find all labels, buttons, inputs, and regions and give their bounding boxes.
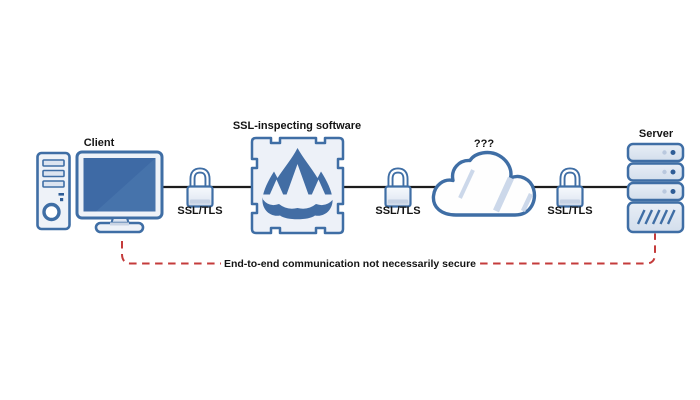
server-leds bbox=[662, 150, 676, 194]
cloud-label: ??? bbox=[473, 137, 495, 150]
warning-label: End-to-end communication not necessarily… bbox=[220, 258, 480, 271]
server-vent-slashes bbox=[636, 209, 676, 225]
ssl-tls-label-2: SSL/TLS bbox=[375, 205, 421, 217]
ssl-lock-icon-3 bbox=[558, 171, 583, 207]
client-monitor-icon bbox=[75, 150, 164, 234]
cloud-icon bbox=[431, 150, 537, 217]
flame-icon bbox=[262, 148, 333, 220]
ssl-tls-label-1: SSL/TLS bbox=[177, 205, 223, 217]
ssl-lock-icon-1 bbox=[188, 171, 213, 207]
cloud-shading bbox=[458, 169, 534, 213]
server-label: Server bbox=[638, 127, 674, 140]
ssl-lock-icon-2 bbox=[386, 171, 411, 207]
inspector-label: SSL-inspecting software bbox=[232, 119, 362, 132]
ssl-tls-label-3: SSL/TLS bbox=[547, 205, 593, 217]
client-label: Client bbox=[83, 136, 115, 149]
inspector-box-icon bbox=[250, 136, 345, 235]
client-tower-icon bbox=[36, 151, 71, 231]
server-icon bbox=[626, 142, 685, 234]
warning-dashed-path bbox=[121, 233, 656, 265]
